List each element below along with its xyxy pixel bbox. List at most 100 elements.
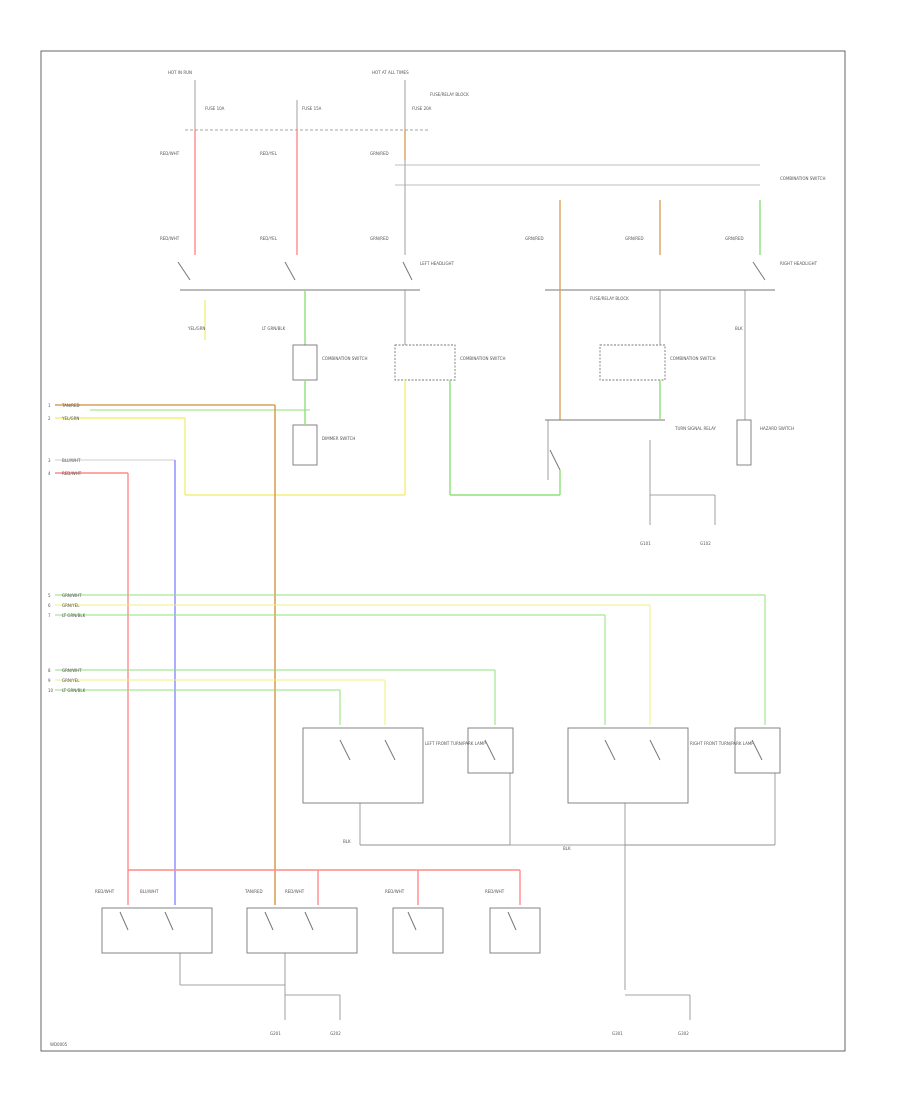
- fuse-c-label: FUSE 20A: [412, 106, 432, 111]
- conn-num-4: 4: [48, 471, 51, 476]
- switch-box-4: [489, 907, 541, 954]
- footer-code: WD0005: [50, 1042, 68, 1047]
- wire-label-grn-red-3: GRN/RED: [525, 236, 544, 241]
- hazard-label: HAZARD SWITCH: [760, 426, 794, 431]
- dimmer-label: DIMMER SWITCH: [322, 436, 355, 441]
- wire-label-yel-1: YEL/GRN: [187, 326, 205, 331]
- relay-sw-2: [284, 261, 296, 281]
- fuse-block-mini: FUSE/RELAY BLOCK: [590, 296, 629, 301]
- wire-label-red-wht-5: RED/WHT: [285, 889, 305, 894]
- wire-label-yel-2: YEL/GRN: [61, 416, 79, 421]
- lamp-box-4: [734, 727, 781, 774]
- dimmer-box: [292, 424, 318, 466]
- ground-label-a: G101: [640, 541, 651, 546]
- sw-2a: [264, 911, 274, 931]
- lamp-label-left: LEFT FRONT TURN/PARK LAMP: [425, 741, 486, 746]
- combination-switch-boxes: COMBINATION SWITCH COMBINATION SWITCH CO…: [292, 296, 715, 466]
- lamp-box-2: [467, 727, 514, 774]
- wire-label-grn-wht-1: GRN/WHT: [62, 593, 82, 598]
- bottom-switches: RED/WHT BLU/WHT TAN/RED RED/WHT RED/WHT …: [95, 869, 691, 1036]
- wire-label-red-yel-1: RED/YEL: [260, 151, 278, 156]
- wire-label-red-yel-2: RED/YEL: [260, 236, 278, 241]
- relay-sw-5: [549, 449, 561, 471]
- wire-label-red-wht-4: RED/WHT: [95, 889, 115, 894]
- conn-num-2: 2: [48, 416, 51, 421]
- sw-4a: [507, 911, 517, 931]
- lamp-sw-1: [339, 739, 351, 761]
- power-supply-section: HOT IN RUN HOT AT ALL TIMES FUSE/RELAY B…: [168, 70, 469, 131]
- wire-label-red-wht-7: RED/WHT: [485, 889, 505, 894]
- wire-label-grn-red-2: GRN/RED: [370, 236, 389, 241]
- wire-label-grn-yel-2: GRN/YEL: [62, 678, 80, 683]
- comb-box-1: [292, 344, 318, 381]
- left-harness-loops: 1 2 TAN/RED YEL/GRN 3 4 BLU/WHT RED/WHT: [48, 380, 561, 905]
- conn-num-7: 7: [48, 613, 51, 618]
- hot-left-label: HOT IN RUN: [168, 70, 192, 75]
- wire-label-ltgrn-1: LT GRN/BLK: [262, 326, 286, 331]
- wire-label-blk-1: BLK: [735, 326, 743, 331]
- wire-label-red-wht-6: RED/WHT: [385, 889, 405, 894]
- turn-relay-section: TURN SIGNAL RELAY HAZARD SWITCH G101 G10…: [545, 255, 794, 546]
- wire-label-ltgrn-2: LT GRN/BLK: [62, 613, 86, 618]
- switch-box-3: [392, 907, 444, 954]
- middle-harness: 5 6 7 GRN/WHT GRN/YEL LT GRN/BLK 8 9 10 …: [48, 593, 766, 725]
- relay-feed-wires: RED/WHT RED/YEL GRN/RED RED/WHT RED/YEL …: [160, 130, 825, 255]
- sw-3a: [407, 911, 417, 931]
- relay-sw-3: [402, 261, 413, 281]
- conn-num-8: 8: [48, 668, 51, 673]
- comb-label-1: COMBINATION SWITCH: [322, 356, 367, 361]
- conn-num-6: 6: [48, 603, 51, 608]
- lamp-box-1: [302, 727, 424, 804]
- conn-num-10: 10: [48, 688, 54, 693]
- relay-sw-1: [177, 261, 191, 281]
- fuse-block-label: FUSE/RELAY BLOCK: [430, 92, 469, 97]
- wire-label-blu-wht-2: BLU/WHT: [140, 889, 159, 894]
- relay-right-label: RIGHT HEADLIGHT: [780, 261, 818, 266]
- lamp-sw-3: [484, 739, 496, 761]
- wire-label-red-wht-3: RED/WHT: [62, 471, 82, 476]
- wire-label-grn-red-5: GRN/RED: [725, 236, 744, 241]
- wire-label-grn-red-4: GRN/RED: [625, 236, 644, 241]
- wire-label-tan-1: TAN/RED: [61, 403, 80, 408]
- wire-label-blk-2: BLK: [343, 839, 351, 844]
- sw-1b: [164, 911, 174, 931]
- wire-label-red-wht-1: RED/WHT: [160, 151, 180, 156]
- lamp-sw-6: [751, 739, 763, 761]
- lamp-assemblies: LEFT FRONT TURN/PARK LAMP RIGHT FRONT TU…: [302, 727, 781, 990]
- lamp-box-3: [567, 727, 689, 804]
- comb-box-2: [394, 344, 456, 381]
- wire-label-tan-2: TAN/RED: [244, 889, 263, 894]
- ground-label-c: G201: [270, 1031, 281, 1036]
- conn-num-9: 9: [48, 678, 51, 683]
- wire-label-grn-yel-1: GRN/YEL: [62, 603, 80, 608]
- sw-1a: [119, 911, 129, 931]
- hot-right-label: HOT AT ALL TIMES: [372, 70, 409, 75]
- hazard-box: [736, 419, 752, 466]
- wire-label-ltgrn-3: LT GRN/BLK: [62, 688, 86, 693]
- ground-label-e: G301: [612, 1031, 623, 1036]
- lamp-label-right: RIGHT FRONT TURN/PARK LAMP: [690, 741, 754, 746]
- comb-switch-label: COMBINATION SWITCH: [780, 176, 825, 181]
- ground-label-b: G102: [700, 541, 711, 546]
- wire-label-grn-red-1: GRN/RED: [370, 151, 389, 156]
- lamp-sw-5: [649, 739, 661, 761]
- comb-label-2: COMBINATION SWITCH: [460, 356, 505, 361]
- relay-sw-4: [752, 261, 766, 281]
- comb-box-3: [599, 344, 666, 381]
- lamp-sw-4: [604, 739, 616, 761]
- conn-num-5: 5: [48, 593, 51, 598]
- turn-relay-label: TURN SIGNAL RELAY: [674, 426, 717, 431]
- lamp-sw-2: [384, 739, 396, 761]
- switch-box-1: [101, 907, 213, 954]
- sw-2b: [304, 911, 314, 931]
- wire-label-blu-wht: BLU/WHT: [62, 458, 81, 463]
- ground-label-f: G302: [678, 1031, 689, 1036]
- fuse-a-label: FUSE 10A: [205, 106, 225, 111]
- conn-num-1: 1: [48, 403, 51, 408]
- conn-num-3: 3: [48, 458, 51, 463]
- diagram-frame: [40, 50, 846, 1052]
- comb-label-3: COMBINATION SWITCH: [670, 356, 715, 361]
- switch-box-2: [246, 907, 358, 954]
